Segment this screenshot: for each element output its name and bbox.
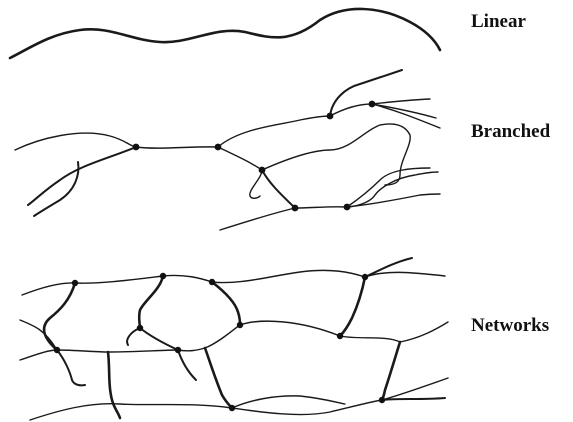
branched-branch — [28, 147, 136, 205]
network-crosslink — [365, 258, 412, 277]
network-crosslink — [212, 282, 240, 325]
junction-node — [229, 405, 235, 411]
branched-chain — [250, 170, 262, 198]
network-polymer — [20, 258, 448, 420]
junction-node — [209, 279, 215, 285]
junction-node — [137, 325, 143, 331]
junction-node — [54, 347, 60, 353]
label-linear: Linear — [471, 12, 526, 31]
junction-node — [215, 144, 222, 151]
junction-node — [72, 280, 78, 286]
junction-node — [292, 205, 299, 212]
junction-node — [344, 204, 351, 211]
network-crosslink — [178, 350, 196, 380]
junction-node — [259, 167, 266, 174]
branched-chain — [218, 99, 430, 147]
network-crosslink — [57, 350, 85, 385]
junction-node — [175, 347, 181, 353]
branched-chain — [220, 208, 295, 230]
network-crosslink — [139, 276, 163, 328]
junction-node — [369, 101, 376, 108]
junction-node — [362, 274, 368, 280]
linear-polymer — [10, 9, 440, 58]
branched-polymer — [15, 70, 440, 230]
junction-node — [379, 397, 385, 403]
network-crosslink — [44, 283, 75, 350]
junction-node — [133, 144, 140, 151]
junction-node — [160, 273, 166, 279]
network-crosslink — [140, 328, 178, 350]
network-horizontal-chain — [22, 270, 445, 295]
network-crosslink — [382, 398, 445, 400]
network-crosslink — [232, 396, 345, 408]
junction-node — [337, 333, 343, 339]
linear-chain — [10, 9, 440, 58]
branched-branch — [34, 162, 78, 216]
branched-branch — [218, 147, 262, 170]
network-horizontal-chain — [20, 321, 448, 360]
branched-main-chain — [15, 133, 218, 150]
label-networks: Networks — [471, 316, 549, 335]
label-branched: Branched — [471, 122, 550, 141]
network-crosslink — [108, 352, 120, 418]
junction-node — [237, 322, 243, 328]
branched-chain — [262, 170, 295, 208]
branched-chain — [295, 172, 438, 208]
network-crosslink — [340, 277, 365, 336]
network-crosslink — [382, 342, 400, 400]
junction-node — [327, 113, 334, 120]
network-crosslink — [205, 348, 232, 408]
branched-chain — [262, 124, 410, 185]
